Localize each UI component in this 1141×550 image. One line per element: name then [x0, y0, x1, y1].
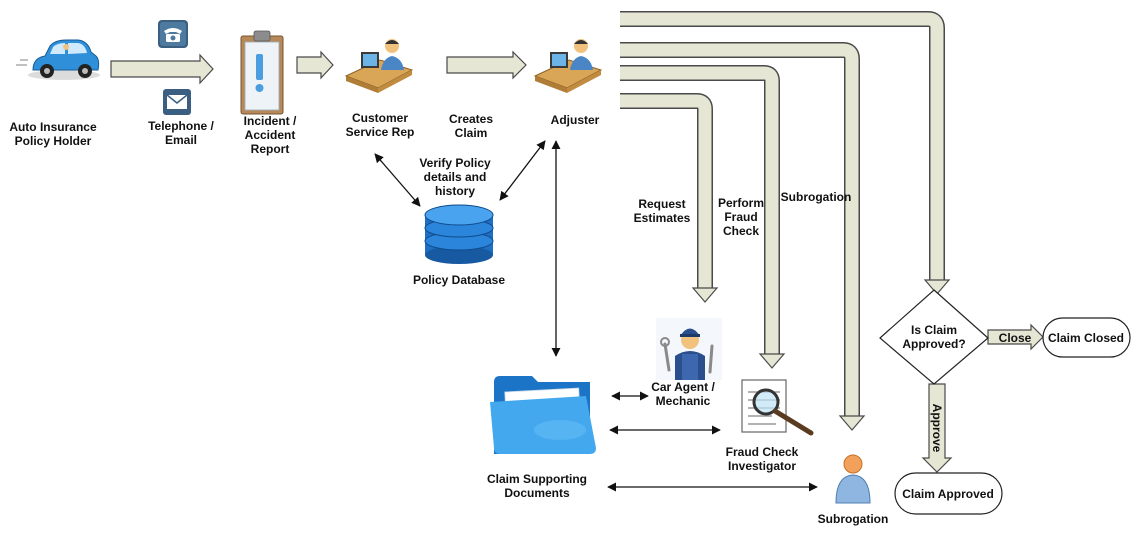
label-line: Request — [638, 197, 685, 211]
label-line: Creates — [449, 112, 493, 126]
arrow-approve — [921, 383, 953, 473]
label-line: Email — [165, 133, 197, 147]
car-icon — [16, 39, 100, 80]
mechanic-icon — [656, 318, 722, 380]
label-line: Incident / — [244, 114, 297, 128]
email-icon — [163, 89, 191, 115]
label-line: Approved? — [902, 337, 965, 351]
pipe-to-subrogation — [620, 42, 866, 431]
arrow-csr-to-adjuster — [446, 50, 527, 80]
label-line: Perform — [718, 196, 764, 210]
pipe-to-decision — [620, 11, 951, 295]
label-approve: Approve — [930, 404, 944, 453]
label-line: Report — [251, 142, 290, 156]
connector-adjuster-database — [499, 140, 546, 201]
database-icon — [424, 204, 494, 264]
label-line: Mechanic — [656, 394, 711, 408]
label-line: Documents — [504, 486, 570, 500]
label-line: Fraud Check — [726, 445, 799, 459]
label-line: Verify Policy — [419, 156, 491, 170]
label-line: Check — [723, 224, 759, 238]
label-line: Auto Insurance — [9, 120, 97, 134]
label-line: Service Rep — [346, 125, 415, 139]
label-line: Investigator — [728, 459, 796, 473]
label-line: Is Claim — [911, 323, 957, 337]
label-line: Claim Supporting — [487, 472, 587, 486]
label-claim-closed: Claim Closed — [1048, 331, 1124, 345]
label-adjuster: Adjuster — [551, 113, 600, 127]
label-policy-database: Policy Database — [413, 273, 505, 287]
desk-person-icon-csr — [344, 39, 414, 93]
label-line: Telephone / — [148, 119, 214, 133]
label-car-agent: Car Agent /Mechanic — [651, 380, 715, 408]
label-line: Policy Database — [413, 273, 505, 287]
connector-csr-database — [374, 153, 421, 207]
label-claim-approved: Claim Approved — [902, 487, 994, 501]
desk-person-icon-adjuster — [533, 39, 603, 93]
folder-icon — [490, 376, 596, 454]
label-line: Fraud — [724, 210, 757, 224]
label-line: Subrogation — [818, 512, 889, 526]
label-line: Estimates — [634, 211, 691, 225]
label-subrogation-person: Subrogation — [818, 512, 889, 526]
label-subrogation-path: Subrogation — [781, 190, 852, 204]
arrow-close — [987, 323, 1044, 351]
claim-closed-terminal — [1042, 317, 1131, 358]
decision-diamond — [879, 289, 989, 385]
label-line: details and — [424, 170, 487, 184]
label-line: Policy Holder — [15, 134, 92, 148]
claim-approved-terminal — [894, 472, 1003, 515]
person-icon — [835, 454, 871, 504]
pipe-to-fraud-check — [620, 65, 786, 369]
label-telephone-email: Telephone /Email — [148, 119, 214, 147]
label-line: history — [435, 184, 475, 198]
label-line: Adjuster — [551, 113, 600, 127]
magnifier-document-icon — [741, 379, 814, 436]
arrow-report-to-csr — [296, 50, 334, 80]
label-line: Subrogation — [781, 190, 852, 204]
clipboard-icon — [240, 30, 284, 115]
telephone-icon — [158, 20, 188, 48]
label-line: Accident — [245, 128, 296, 142]
label-line: Customer — [352, 111, 408, 125]
arrow-policyholder-to-report — [110, 53, 214, 85]
pipe-to-car-agent — [620, 93, 719, 303]
label-line: Claim — [455, 126, 488, 140]
label-close: Close — [999, 331, 1032, 345]
label-line: Car Agent / — [651, 380, 715, 394]
